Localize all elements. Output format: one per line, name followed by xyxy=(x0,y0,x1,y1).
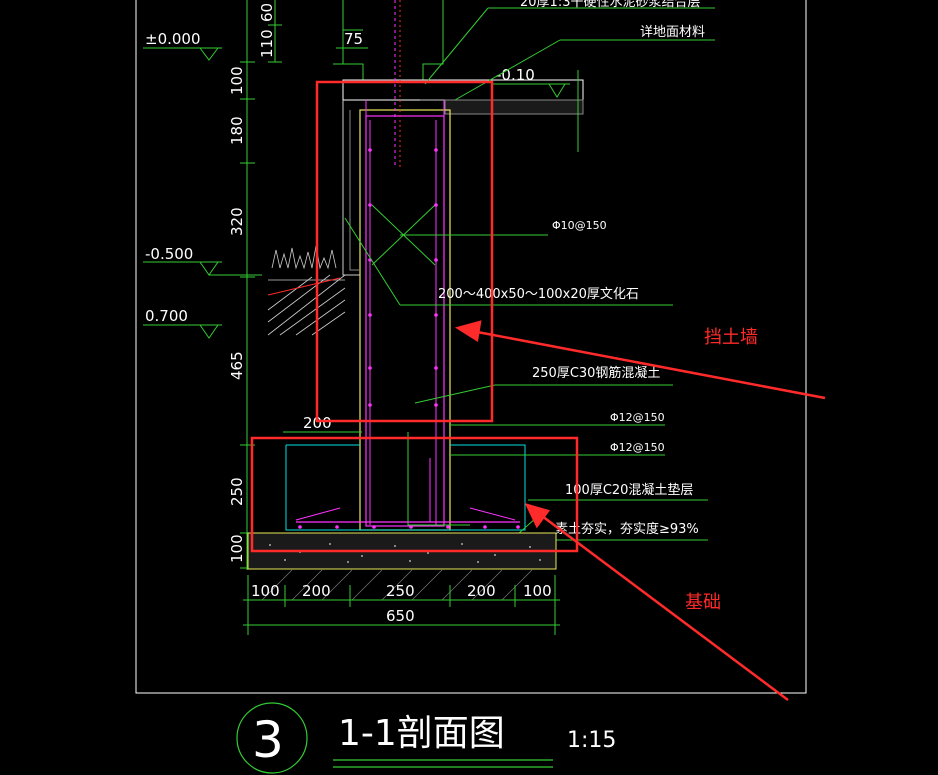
level-marker-050 xyxy=(143,261,262,276)
vdim-250: 250 xyxy=(228,477,246,506)
annotation-wall: 挡土墙 xyxy=(704,327,758,348)
section-title: 1-1剖面图 xyxy=(338,713,505,754)
level-000: ±0.000 xyxy=(145,30,201,48)
horizontal-dimension-chain xyxy=(243,575,560,635)
level-marker-010 xyxy=(492,83,570,98)
dim-75: 75 xyxy=(344,30,363,48)
soil-hatch xyxy=(261,569,533,601)
top-note-leaders xyxy=(424,7,715,101)
floor-finish xyxy=(333,0,584,152)
hdim-2: 200 xyxy=(302,582,331,600)
vertical-dimension-chain xyxy=(240,0,282,570)
section-scale: 1:15 xyxy=(567,728,616,753)
level-070: 0.700 xyxy=(145,307,188,325)
hdim-total: 650 xyxy=(386,607,415,625)
foundation-highlight-box xyxy=(250,436,579,553)
vdim-100-bottom: 100 xyxy=(228,534,246,563)
footing-rebar-dots xyxy=(298,525,520,529)
vdim-110: 110 xyxy=(258,29,276,58)
retaining-wall xyxy=(342,0,451,531)
level-marker-000 xyxy=(143,47,222,61)
vdim-100-top: 100 xyxy=(228,66,246,95)
vdim-180: 180 xyxy=(228,116,246,145)
dim-200-footing: 200 xyxy=(303,414,332,432)
section-number-circle xyxy=(236,702,308,774)
top-note-2: 详地面材料 xyxy=(640,25,705,40)
hdim-4: 200 xyxy=(467,582,496,600)
level-050: -0.500 xyxy=(145,245,193,263)
hdim-5: 100 xyxy=(523,582,552,600)
wall-rebar-dots xyxy=(368,148,438,407)
drawing-frame xyxy=(135,0,807,694)
vdim-320: 320 xyxy=(228,207,246,236)
top-note-1: 20厚1:3干硬性水泥砂浆结合层 xyxy=(520,0,700,10)
footing xyxy=(285,432,526,531)
annotation-foundation: 基础 xyxy=(685,592,721,613)
material-wall-concrete: 250厚C30钢筋混凝土 xyxy=(532,365,660,381)
material-stone: 200～400x50～100x20厚文化石 xyxy=(438,287,639,302)
material-cushion: 100厚C20混凝土垫层 xyxy=(565,482,693,498)
section-number: 3 xyxy=(252,711,284,769)
material-soil: 素土夯实，夯实度≥93% xyxy=(555,521,699,537)
foundation-arrow xyxy=(524,503,789,702)
vdim-465: 465 xyxy=(228,351,246,380)
hdim-3: 250 xyxy=(386,582,415,600)
rebar-footing-1: Φ12@150 xyxy=(610,411,665,424)
hdim-1: 100 xyxy=(251,582,280,600)
wall-leaders xyxy=(344,217,673,404)
wall-highlight-box xyxy=(315,80,494,423)
ground-hatch xyxy=(267,245,346,336)
level-marker-070 xyxy=(143,324,222,339)
ground-red-leader xyxy=(267,277,341,296)
vdim-60: 60 xyxy=(258,3,276,22)
level-010: -0.10 xyxy=(496,66,535,84)
rebar-footing-2: Φ12@150 xyxy=(610,441,665,454)
rebar-wall: Φ10@150 xyxy=(552,219,607,232)
wall-arrow xyxy=(454,320,826,400)
